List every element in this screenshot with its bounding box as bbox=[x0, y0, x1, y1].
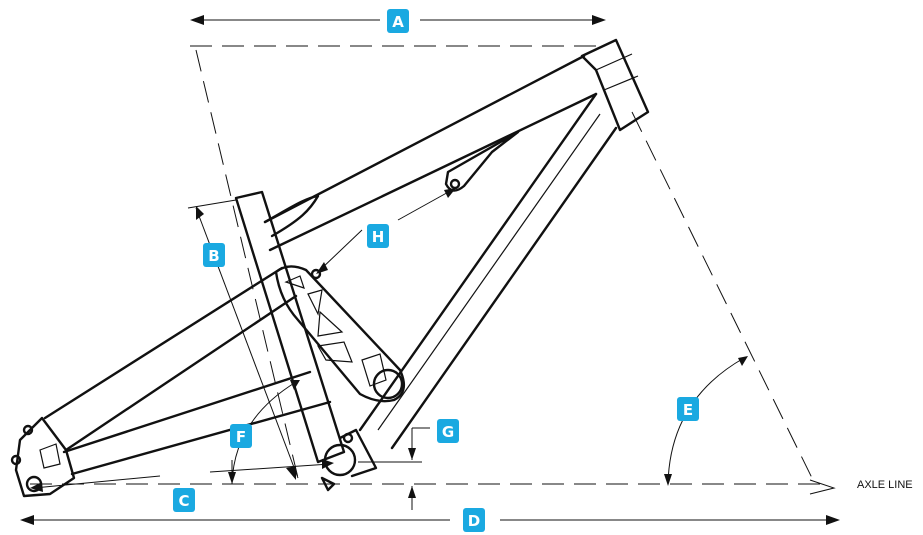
label-e: E bbox=[677, 397, 699, 421]
label-b-text: B bbox=[208, 247, 219, 265]
label-g-text: G bbox=[442, 423, 454, 441]
axle-line-label: AXLE LINE bbox=[857, 479, 913, 491]
label-h: H bbox=[367, 224, 389, 248]
label-d: D bbox=[463, 508, 485, 532]
seat-angle-line bbox=[195, 49, 299, 479]
label-h-text: H bbox=[372, 228, 385, 246]
bottom-bracket bbox=[323, 443, 357, 477]
label-f-text: F bbox=[236, 428, 246, 446]
label-a: A bbox=[387, 9, 409, 33]
head-tube bbox=[580, 38, 650, 132]
label-c: C bbox=[173, 488, 195, 512]
rear-dropout bbox=[14, 416, 76, 498]
dimension-lines bbox=[20, 15, 840, 525]
label-f: F bbox=[230, 424, 252, 448]
seat-tube bbox=[234, 190, 346, 464]
seat-stay bbox=[43, 266, 298, 452]
label-c-text: C bbox=[178, 492, 189, 510]
head-angle-line bbox=[631, 111, 813, 479]
top-tube bbox=[263, 54, 598, 252]
label-d-text: D bbox=[468, 512, 480, 530]
label-b: B bbox=[203, 243, 225, 267]
label-e-text: E bbox=[683, 401, 693, 419]
shock-mount bbox=[444, 130, 520, 192]
label-a-text: A bbox=[392, 13, 404, 31]
chain-stay bbox=[62, 370, 332, 476]
bike-frame bbox=[10, 38, 650, 498]
rocker-pivot bbox=[372, 368, 404, 400]
rocker-link bbox=[274, 265, 406, 403]
reference-lines bbox=[30, 45, 830, 485]
label-g: G bbox=[437, 419, 459, 443]
